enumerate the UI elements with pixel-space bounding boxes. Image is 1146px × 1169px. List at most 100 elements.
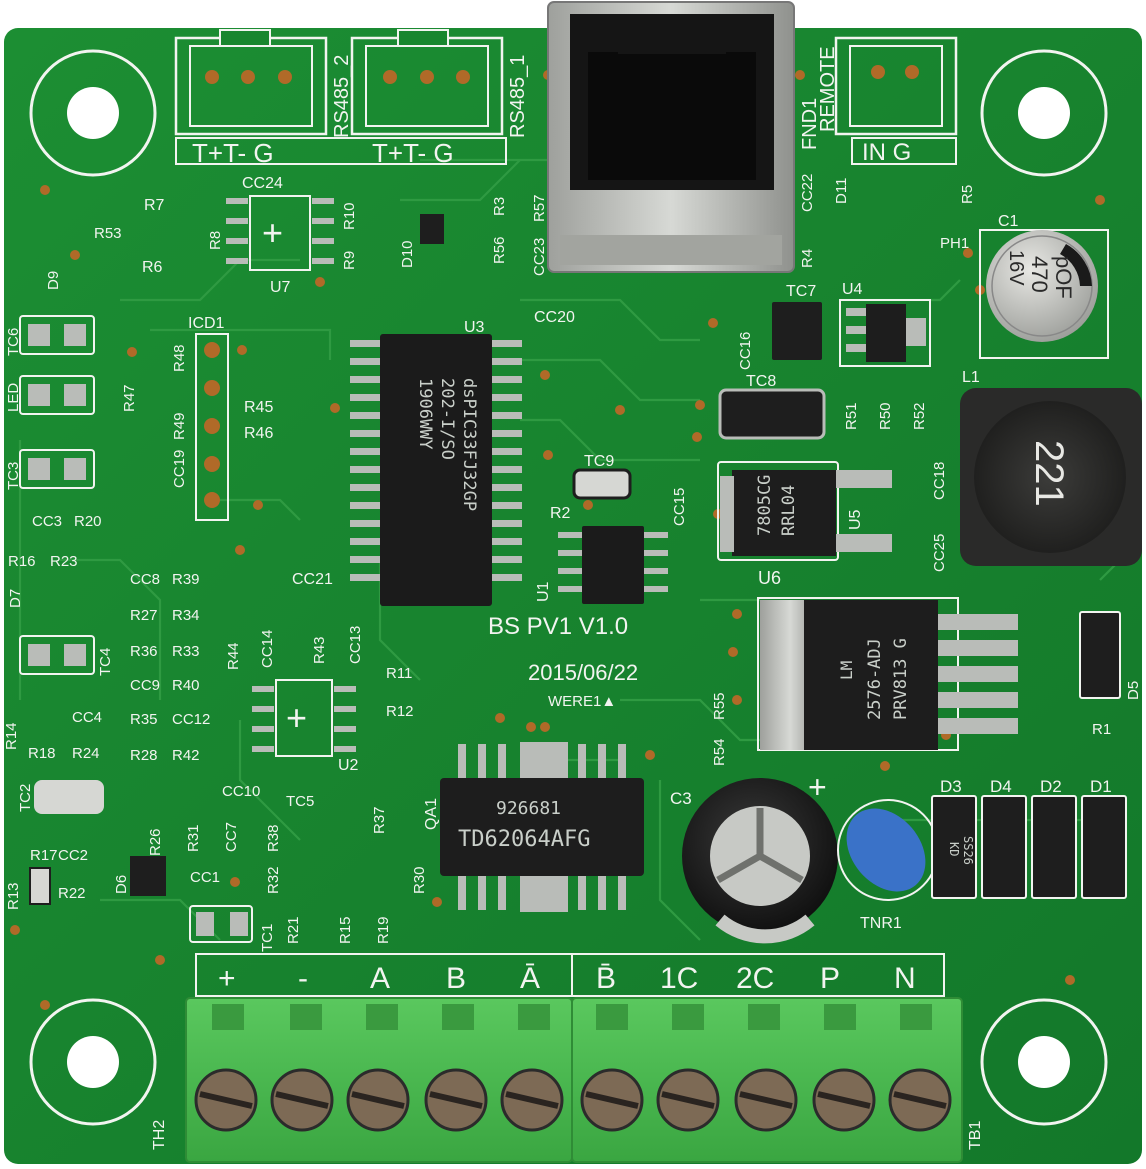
rs485-2-pins: T+T- G (192, 138, 274, 168)
u3-label: U3 (464, 319, 485, 336)
terminal-label-8: P (820, 962, 840, 995)
ref-cc24: CC24 (242, 175, 283, 192)
l1-value: 221 (1027, 440, 1071, 507)
ref-r55: R55 (711, 692, 728, 720)
ref-cc25: CC25 (931, 534, 948, 572)
ref-r9: R9 (341, 251, 358, 270)
remote-label: REMOTE (817, 46, 839, 132)
u2-label: U2 (338, 757, 359, 774)
rectifier-diodes: D3 D4 D2 D1 KD SS26 (931, 777, 1127, 899)
ref-r27: R27 (130, 607, 158, 624)
ref-r20: R20 (74, 513, 102, 530)
ref-r26: R26 (147, 828, 164, 856)
ref-r4: R4 (799, 249, 816, 268)
u2-outline: + U2 (252, 679, 359, 774)
ref-r46: R46 (244, 425, 273, 442)
ref-r38: R38 (265, 824, 282, 852)
svg-text:+: + (262, 212, 283, 253)
ref-cc23: CC23 (531, 238, 548, 276)
ref-r18: R18 (28, 745, 56, 762)
u1-label: U1 (535, 581, 552, 602)
ref-tc6: TC6 (5, 328, 22, 356)
ref-cc19: CC19 (171, 450, 188, 488)
diode-d3-label: D3 (940, 777, 962, 796)
ref-cc14: CC14 (259, 630, 276, 668)
u3-line2: 202-I/SO (437, 378, 457, 460)
terminal-label-7: 2C (736, 962, 774, 995)
ref-r16: R16 (8, 553, 36, 570)
ref-tc7: TC7 (786, 283, 816, 300)
tnr1-label: TNR1 (860, 915, 902, 932)
ref-cc8: CC8 (130, 571, 160, 588)
ref-r42: R42 (172, 747, 200, 764)
lm2576-line2: 2576-ADJ (865, 638, 885, 720)
ref-r32: R32 (265, 866, 282, 894)
ref-r22: R22 (58, 885, 86, 902)
diode-d1-label: D1 (1090, 777, 1112, 796)
ref-led: LED (5, 383, 22, 412)
ref-r14: R14 (3, 722, 20, 750)
ref-r37: R37 (371, 806, 388, 834)
th2-label: TH2 (151, 1120, 168, 1150)
diode-d4-label: D4 (990, 777, 1012, 796)
remote-header: IN G REMOTE (817, 36, 958, 166)
ref-cc12: CC12 (172, 711, 210, 728)
rs485-2-header: T+T- G RS485_2 (174, 29, 507, 168)
ref-d5: D5 (1125, 681, 1142, 700)
ref-tc1: TC1 (259, 924, 276, 952)
terminal-label-strip (195, 953, 945, 997)
ref-cc10: CC10 (222, 783, 260, 800)
u4-label: U4 (842, 281, 863, 298)
ref-r33: R33 (172, 643, 200, 660)
c3-capacitor: + C3 (670, 769, 838, 944)
ref-r31: R31 (185, 824, 202, 852)
ref-d11: D11 (833, 178, 850, 204)
rs485-2-label: RS485_2 (331, 55, 353, 138)
ref-r48: R48 (171, 344, 188, 372)
ref-r13: R13 (5, 882, 22, 910)
rs485-1-pins: T+T- G (372, 138, 454, 168)
ref-r1: R1 (1092, 721, 1111, 738)
mounting-holes (29, 49, 1108, 1126)
terminal-label-1: - (298, 962, 308, 995)
c3-label: C3 (670, 789, 692, 808)
ref-r6: R6 (142, 259, 163, 276)
lm2576-line3: PRV813 G (891, 638, 911, 720)
smd-components (19, 214, 1121, 943)
l1-label: L1 (962, 369, 980, 386)
u3-line1: dsPIC33FJ32GP (459, 378, 479, 511)
ref-r54: R54 (711, 738, 728, 766)
u3-line3: 1906WWY (415, 378, 435, 450)
u1-chip: U1 (535, 526, 668, 604)
ref-cc4: CC4 (72, 709, 102, 726)
ref-cc16: CC16 (737, 332, 754, 370)
u6-label: U6 (758, 568, 781, 588)
tnr1-varistor: TNR1 (837, 799, 939, 932)
ref-cc9: CC9 (130, 677, 160, 694)
ref-r36: R36 (130, 643, 158, 660)
ref-cc2: CC2 (58, 847, 88, 864)
ref-tc8: TC8 (746, 373, 776, 390)
terminal-label-6: 1C (660, 962, 698, 995)
ref-d10: D10 (399, 240, 416, 268)
qa1-label: QA1 (423, 798, 440, 830)
terminal-label-5: B̄ (596, 962, 616, 995)
ref-r30: R30 (411, 866, 428, 894)
ref-r47: R47 (121, 384, 138, 412)
ref-r51: R51 (843, 402, 860, 430)
ref-tc4: TC4 (97, 648, 114, 676)
tb1-label: TB1 (967, 1121, 984, 1150)
terminal-label-3: B (446, 962, 466, 995)
qa1-line2: TD62064AFG (458, 827, 590, 852)
ref-r19: R19 (375, 916, 392, 944)
c1-voltage: 16V (1005, 250, 1027, 286)
diode-d2-label: D2 (1040, 777, 1062, 796)
u4-regulator: U4 (839, 281, 931, 367)
ref-r56: R56 (491, 236, 508, 264)
ref-r57: R57 (531, 194, 548, 222)
u7-label: U7 (270, 279, 291, 296)
rs485-1-label: RS485_1 (507, 55, 529, 138)
u3-mcu-chip: dsPIC33FJ32GP 202-I/SO 1906WWY U3 (350, 319, 522, 606)
ref-cc15: CC15 (671, 488, 688, 526)
